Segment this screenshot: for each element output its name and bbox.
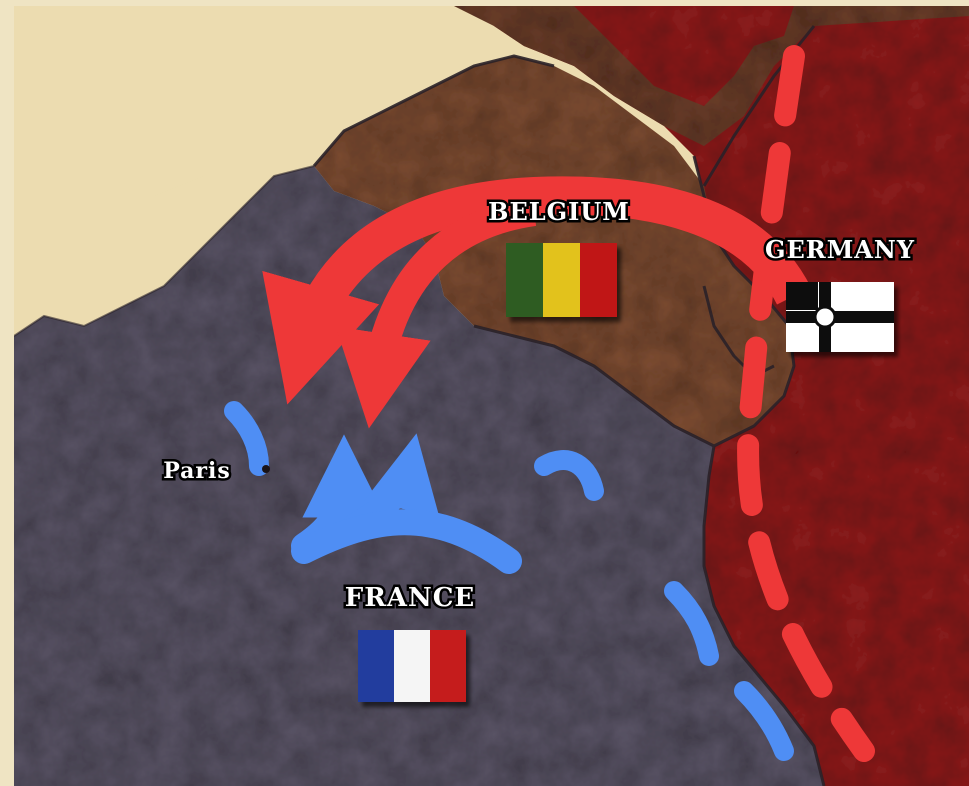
french-defense-arcs [224, 401, 794, 761]
germany-region [484, 6, 969, 786]
belgium-label: BELGIUM [488, 197, 630, 226]
england-region [14, 6, 454, 276]
france-flag [358, 630, 466, 702]
german-attack-arrow-inner [335, 196, 537, 429]
germany-label: GERMANY [765, 235, 915, 264]
german-front-line [737, 45, 875, 762]
paris-marker [262, 465, 270, 473]
netherlands-region [454, 6, 969, 146]
paris-label: Paris [163, 458, 231, 484]
france-label: FRANCE [345, 583, 476, 613]
german-attack-arrow-outer [262, 176, 811, 405]
belgium-flag [506, 243, 617, 317]
germany-flag [786, 282, 894, 352]
french-counter-base [291, 509, 522, 574]
western-front-map: BELGIUM GERMANY FRANCE Paris [14, 6, 969, 786]
